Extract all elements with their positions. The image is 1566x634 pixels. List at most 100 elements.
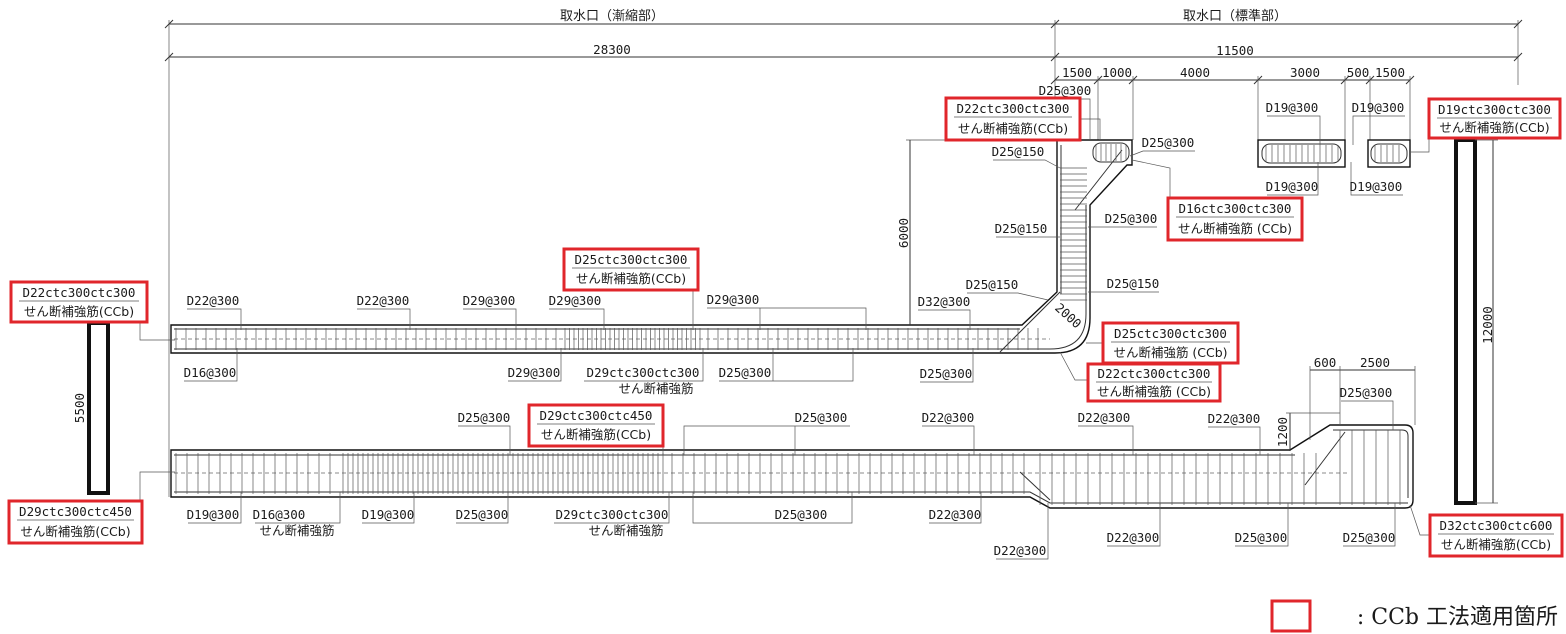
leader-line (458, 425, 511, 455)
flare-rebar (1074, 149, 1123, 211)
dimension-end-block-a: 600 (1314, 355, 1337, 370)
ccb-box-bar: D22ctc300ctc300 (1098, 366, 1211, 381)
rebar-label: D25@300 (456, 507, 509, 522)
dimension-sub: 4000 (1180, 65, 1210, 80)
leader-line (1107, 503, 1161, 547)
ccb-box-bar: D29ctc300ctc450 (19, 504, 132, 519)
leader-line (996, 503, 1049, 560)
leader-line (922, 425, 975, 455)
ccb-box-frame (527, 403, 665, 448)
dimension-left-member: 5500 (72, 393, 87, 423)
rebar-label: D25@300 (1235, 530, 1288, 545)
leader-line (549, 308, 605, 330)
leader-line (554, 492, 670, 524)
rebar-label: D16@300 (184, 365, 237, 380)
upper-bottom-rebar (174, 205, 1087, 350)
beam-a-outline (1257, 139, 1346, 168)
beam-b-outline (1367, 139, 1411, 168)
ccb-box: D22ctc300ctc300 せん断補強筋(CCb) (944, 96, 1082, 142)
upper-slab-and-wall: 6000 2000 (170, 139, 1133, 354)
ccb-box: D22ctc300ctc300 せん断補強筋 (CCb) (1086, 362, 1222, 403)
top-dimensions: 取水口（漸縮部） 取水口（標準部） 28300 11500 1500 1000 … (164, 8, 1523, 497)
ccb-box-bar: D25ctc300ctc300 (575, 252, 688, 267)
vertical-members: 5500 12000 (72, 138, 1498, 505)
rebar-label: D22@300 (187, 293, 240, 308)
dimension-wall-height: 6000 (896, 218, 911, 248)
ccb-box: D25ctc300ctc300 せん断補強筋 (CCb) (1101, 321, 1240, 365)
tick (164, 52, 174, 62)
ccb-box-bar: D22ctc300ctc300 (957, 101, 1070, 116)
ccb-box-frame (1427, 97, 1562, 140)
rebar-label: D22@300 (922, 410, 975, 425)
leader-line (1352, 115, 1405, 145)
rebar-label: D22@300 (357, 293, 410, 308)
legend: : CCb 工法適用箇所 (1270, 599, 1558, 633)
rebar-label: D29@300 (707, 292, 760, 307)
rebar-label: D25@300 (719, 365, 772, 380)
rebar-label: D19@300 (1266, 100, 1319, 115)
left-member (87, 321, 110, 495)
haunch-rebar (999, 291, 1061, 353)
legend-ccb-swatch (1270, 599, 1312, 633)
rebar-label: D25@300 (795, 410, 848, 425)
rebar-label: D19@300 (1266, 179, 1319, 194)
leader-line (1410, 138, 1430, 153)
tick (164, 19, 174, 29)
rebar-labels: D22@300 D22@300 D29@300 D29@300 D29@300 … (184, 83, 1405, 558)
lower-slab-outline (170, 424, 1414, 509)
rebar-label: D25@150 (992, 144, 1045, 159)
beam-stirrups (1265, 145, 1400, 162)
ccb-box: D25ctc300ctc300 せん断補強筋(CCb) (562, 247, 700, 292)
beam-b-rebar-loop (1370, 143, 1408, 164)
tick (1050, 52, 1060, 62)
rebar-label: D32@300 (918, 294, 971, 309)
ccb-box-note: せん断補強筋(CCb) (576, 271, 686, 286)
ccb-boxes: D22ctc300ctc300 せん断補強筋(CCb) D29ctc300ctc… (7, 96, 1564, 558)
rebar-label: D25@300 (1343, 530, 1396, 545)
ccb-box-note: せん断補強筋(CCb) (20, 524, 130, 539)
ccb-box-note: せん断補強筋(CCb) (1441, 537, 1551, 552)
leader-line (1409, 504, 1430, 536)
cap-stirrups (1095, 144, 1127, 161)
rebar-label: D22@300 (1208, 411, 1261, 426)
tick (1513, 52, 1523, 62)
rebar-label: D25@150 (966, 277, 1019, 292)
rebar-label: D22@300 (929, 507, 982, 522)
ccb-box-bar: D29ctc300ctc450 (540, 408, 653, 423)
tick (1050, 19, 1060, 29)
section-title-standard: 取水口（標準部） (1183, 8, 1287, 24)
leader-line (1350, 162, 1403, 196)
leader-line (1341, 400, 1394, 430)
dimension-haunch: 2000 (1052, 300, 1084, 331)
rebar-label: D25@300 (775, 507, 828, 522)
ccb-box-frame (1166, 196, 1304, 242)
ccb-box-frame (562, 247, 700, 292)
top-right-beams (1257, 139, 1411, 168)
shear-note-bar: D16@300 (253, 507, 306, 522)
section-title-tapered: 取水口（漸縮部） (560, 8, 664, 24)
leader-line (1059, 351, 1088, 381)
end-block-diagonal-rebar (1304, 431, 1346, 486)
rebar-label: D29@300 (508, 365, 561, 380)
leader-line (1078, 425, 1134, 455)
leader-line (584, 348, 704, 382)
tick (1050, 75, 1060, 85)
ccb-box-note: せん断補強筋 (CCb) (1097, 384, 1211, 399)
ccb-box-bar: D19ctc300ctc300 (1438, 102, 1551, 117)
leader-line (920, 348, 974, 383)
rebar-label: D25@300 (1105, 211, 1158, 226)
shear-note-bar: D29ctc300ctc300 (587, 365, 700, 380)
ccb-box-bar: D25ctc300ctc300 (1114, 326, 1227, 341)
dimension-total-left: 28300 (593, 42, 631, 57)
thickening-rebar (1019, 471, 1051, 501)
ccb-box-bar: D22ctc300ctc300 (23, 285, 136, 300)
leader-line (508, 348, 562, 382)
leader-line (1343, 503, 1396, 547)
shear-note-text: せん断補強筋 (618, 381, 693, 396)
ccb-box-bar: D32ctc300ctc600 (1440, 518, 1553, 533)
ccb-box-frame (9, 280, 149, 324)
shear-note-text: せん断補強筋 (259, 523, 334, 538)
ccb-box-frame (1428, 513, 1564, 558)
lower-slab-stirrups (175, 430, 1401, 505)
